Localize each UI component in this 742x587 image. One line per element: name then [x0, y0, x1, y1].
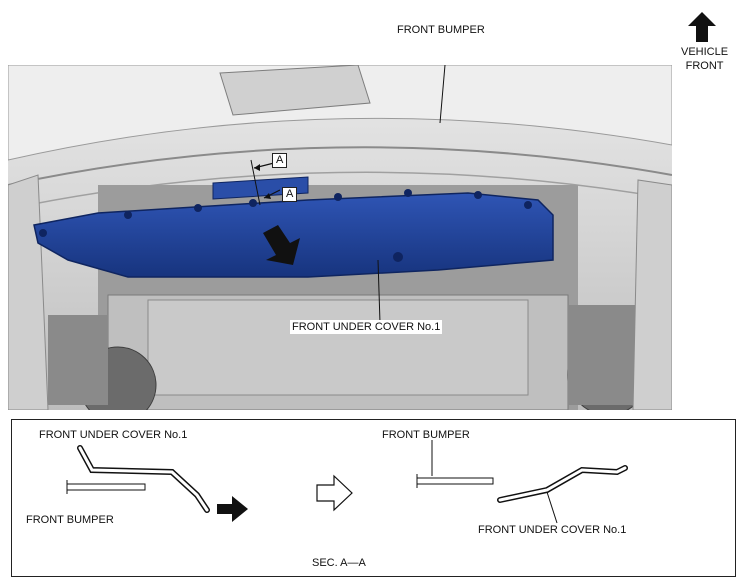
under-cover-label: FRONT UNDER COVER No.1	[290, 320, 443, 334]
right-fender	[632, 179, 672, 410]
removal-direction-arrow	[263, 225, 300, 265]
section-right-bumper-label: FRONT BUMPER	[382, 429, 470, 441]
front-under-cover-no1	[33, 192, 554, 278]
section-right-cover-label: FRONT UNDER COVER No.1	[478, 524, 627, 536]
section-marker-a-top: A	[272, 153, 288, 168]
lower-shield-inner	[147, 299, 529, 396]
section-left-bumper-label: FRONT BUMPER	[26, 514, 114, 526]
section-a-a-panel: FRONT UNDER COVER No.1 FRONT BUMPER FRON…	[11, 419, 736, 577]
under-cover-leader	[377, 259, 381, 324]
vehicle-front-label: VEHICLE FRONT	[681, 46, 729, 72]
section-line-a	[250, 159, 261, 206]
bumper-top-surface	[8, 65, 672, 161]
section-a-a-drawing	[66, 440, 628, 524]
vehicle-front-arrow-icon	[688, 12, 716, 42]
front-bumper-label: FRONT BUMPER	[397, 24, 485, 36]
section-marker-a-bottom: A	[282, 187, 298, 202]
movement-arrow-icon	[217, 496, 248, 522]
vehicle-underside-illustration	[8, 65, 672, 410]
bumper-edge-line	[8, 146, 672, 186]
transition-arrow-icon	[316, 474, 353, 512]
front-bumper-leader	[439, 65, 446, 124]
under-cover-holes	[39, 189, 532, 262]
bumper-panel	[219, 65, 371, 116]
right-suspension	[568, 305, 638, 405]
section-left-cover-label: FRONT UNDER COVER No.1	[39, 429, 188, 441]
left-suspension	[48, 315, 108, 405]
section-caption: SEC. A—A	[312, 557, 366, 569]
